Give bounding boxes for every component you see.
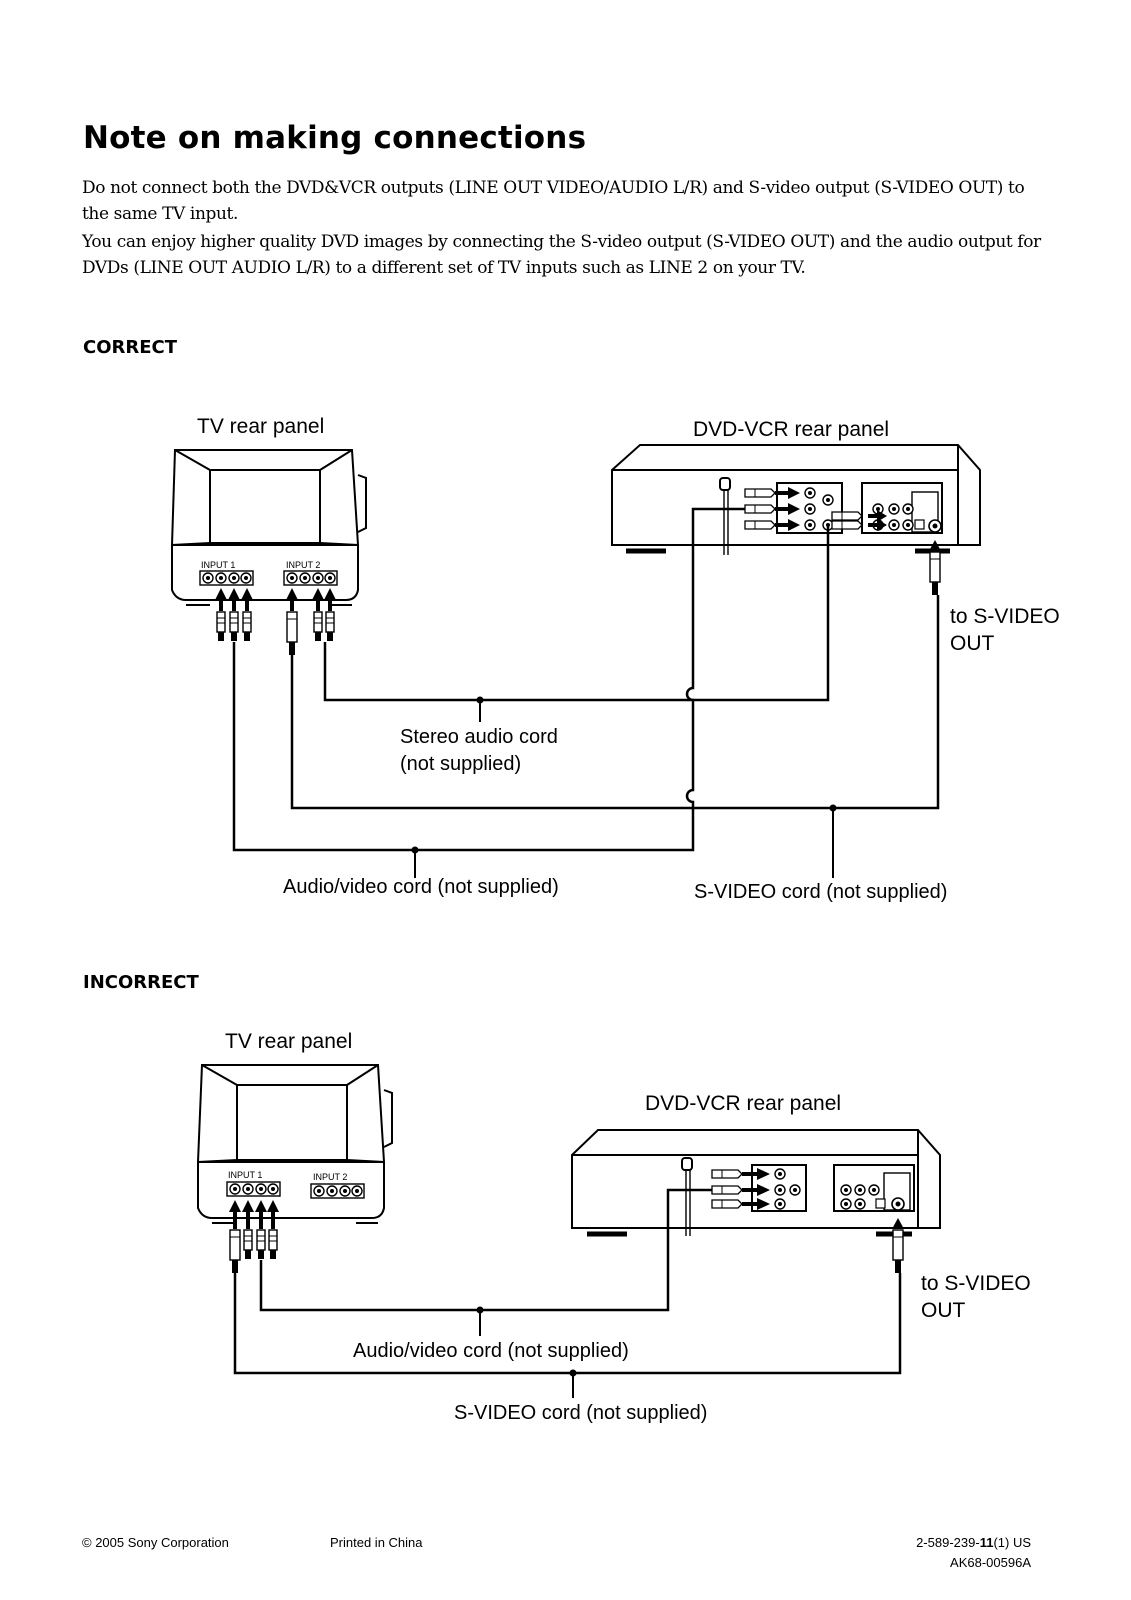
footer-copyright: © 2005 Sony Corporation (82, 1535, 229, 1550)
correct-cables (232, 507, 940, 878)
correct-dvd-arrows (775, 487, 941, 551)
incorrect-tv-rear-panel (196, 1064, 393, 1224)
incorrect-dvd-rear-panel-label: DVD-VCR rear panel (645, 1092, 841, 1115)
correct-stereo-cord-line1: Stereo audio cord (400, 726, 558, 748)
footer-catalog-code: AK68-00596A (950, 1555, 1031, 1570)
incorrect-to-svideo-line1: to S-VIDEO (921, 1272, 1031, 1295)
correct-label: CORRECT (83, 337, 178, 358)
incorrect-input2-label: INPUT 2 (313, 1172, 347, 1182)
incorrect-junction-dots (476, 1306, 577, 1377)
correct-svideo-plug (929, 551, 941, 596)
correct-to-svideo-line2: OUT (950, 632, 995, 655)
footer-part-prefix: 2-589-239- (916, 1535, 980, 1550)
incorrect-svideo-plug (892, 1229, 904, 1274)
page-title: Note on making connections (83, 120, 587, 156)
note-paragraph-2: You can enjoy higher quality DVD images … (82, 232, 1041, 278)
incorrect-tv-arrows (229, 1200, 279, 1229)
footer-part-suffix: (1) US (993, 1535, 1031, 1550)
incorrect-dvd-arrows (742, 1168, 904, 1229)
correct-to-svideo-line1: to S-VIDEO (950, 605, 1060, 628)
incorrect-tv-input-jacks (226, 1181, 365, 1199)
correct-dvd-rear-panel-label: DVD-VCR rear panel (693, 418, 889, 441)
incorrect-tv-plugs (229, 1229, 278, 1274)
correct-stereo-cord-line2: (not supplied) (400, 753, 521, 775)
incorrect-dvd-vcr-rear-panel (571, 1129, 941, 1237)
correct-tv-arrows (215, 588, 336, 611)
footer-part-bold: 11 (979, 1535, 994, 1550)
incorrect-av-cord-label: Audio/video cord (not supplied) (353, 1340, 629, 1362)
correct-tv-rear-panel (170, 449, 367, 606)
correct-svideo-cord-label: S-VIDEO cord (not supplied) (694, 881, 947, 903)
footer-printed: Printed in China (330, 1535, 423, 1550)
incorrect-input1-label: INPUT 1 (228, 1170, 262, 1180)
note-paragraph-1: Do not connect both the DVD&VCR outputs … (82, 178, 1025, 224)
correct-dvd-plugs (744, 488, 863, 530)
incorrect-label: INCORRECT (83, 972, 199, 993)
footer-part-number: 2-589-239-11(1) US (916, 1535, 1031, 1550)
incorrect-dvd-jacks (774, 1168, 905, 1211)
correct-dvd-jacks (804, 487, 942, 533)
incorrect-diagram: TV rear panel DVD-VCR rear panel INPUT 1… (196, 1030, 1031, 1424)
correct-av-cord-label: Audio/video cord (not supplied) (283, 876, 559, 898)
incorrect-dvd-plugs (711, 1169, 743, 1209)
incorrect-svideo-cord-label: S-VIDEO cord (not supplied) (454, 1402, 707, 1424)
correct-diagram: TV rear panel DVD-VCR rear panel INPUT 1… (170, 415, 1060, 903)
incorrect-to-svideo-line2: OUT (921, 1299, 966, 1322)
correct-junction-dots (411, 696, 837, 854)
correct-tv-rear-panel-label: TV rear panel (197, 415, 324, 438)
correct-tv-input-jacks (199, 570, 338, 586)
incorrect-tv-rear-panel-label: TV rear panel (225, 1030, 352, 1053)
correct-input2-label: INPUT 2 (286, 560, 320, 570)
correct-input1-label: INPUT 1 (201, 560, 235, 570)
incorrect-cables (233, 1188, 902, 1398)
correct-dvd-vcr-rear-panel (611, 444, 981, 555)
